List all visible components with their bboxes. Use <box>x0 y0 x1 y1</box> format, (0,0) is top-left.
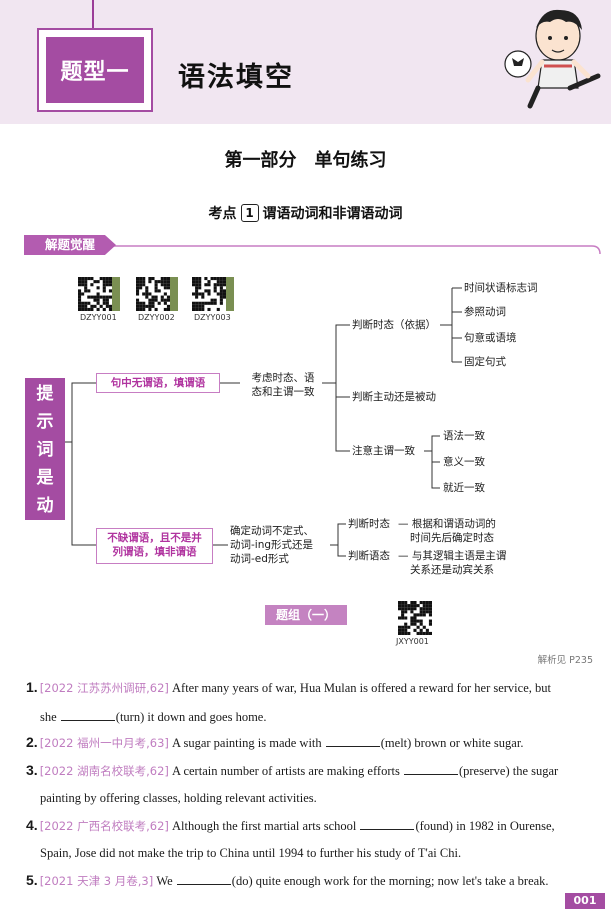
side-label-char: 是 <box>36 468 54 488</box>
branch2-next-line2: 动词-ing形式还是 <box>230 539 314 551</box>
question-number: 4. <box>26 817 38 833</box>
qr-code <box>78 277 112 311</box>
qr-caption: DZYY003 <box>194 313 231 322</box>
agreement: 注意主谓一致 <box>352 445 415 457</box>
branch1-next: 考虑时态、语 态和主谓一致 <box>244 371 322 399</box>
tense-item-3: 句意或语境 <box>464 332 517 344</box>
side-label-char: 词 <box>36 440 54 460</box>
type-box: 题型一 <box>37 28 153 112</box>
qr-code <box>136 277 170 311</box>
type-title: 语法填空 <box>178 62 294 93</box>
question-3-line2: painting by offering classes, holding re… <box>40 791 317 805</box>
answer-blank[interactable] <box>60 709 115 721</box>
branch2-line1: 不缺谓语，且不是并 <box>107 532 202 544</box>
question-3: 3.[2022 湖南名校联考,62] A certain number of a… <box>26 762 596 780</box>
agreement-item-3: 就近一致 <box>443 482 485 494</box>
b2-tense-desc-line1: — 根据和谓语动词的 <box>398 518 496 530</box>
question-text: (preserve) the sugar <box>458 764 559 778</box>
branch2-box: 不缺谓语，且不是并 列谓语，填非谓语 <box>96 528 213 564</box>
question-text: (turn) it down and goes home. <box>115 710 267 724</box>
question-4-line2: Spain, Jose did not make the trip to Chi… <box>40 846 462 860</box>
question-text: After many years of war, Hua Mulan is of… <box>172 681 551 695</box>
type-label: 题型一 <box>46 37 144 103</box>
question-4: 4.[2022 广西名校联考,62] Although the first ma… <box>26 817 596 835</box>
question-text: (melt) brown or white sugar. <box>380 736 524 750</box>
side-label-char: 示 <box>36 412 54 432</box>
qr-side-strip <box>112 277 120 311</box>
question-source: [2022 福州一中月考,63] <box>39 736 169 750</box>
question-source: [2022 广西名校联考,62] <box>39 819 169 833</box>
question-1-line2: she (turn) it down and goes home. <box>40 709 266 725</box>
header-line <box>92 0 94 30</box>
answer-reference: 解析见 P235 <box>537 655 593 666</box>
jtjx-tag: 解题觉醒 <box>24 235 116 255</box>
b2-tense: 判断时态 <box>348 518 390 530</box>
answer-blank[interactable] <box>176 873 231 885</box>
question-source: [2022 江苏苏州调研,62] <box>39 681 169 695</box>
qr-code <box>192 277 226 311</box>
question-source: [2022 湖南名校联考,62] <box>39 764 169 778</box>
tense-item-4: 固定句式 <box>464 356 506 368</box>
kaodian-title: 谓语动词和非谓语动词 <box>262 206 403 222</box>
branch2-next-line1: 确定动词不定式、 <box>230 525 314 537</box>
mind-map-lines <box>65 287 462 557</box>
question-text: she <box>40 710 57 724</box>
answer-blank[interactable] <box>325 735 380 747</box>
kaodian-number: 1 <box>240 204 259 222</box>
qr-caption: DZYY001 <box>80 313 117 322</box>
b2-tense-desc-line2: 时间先后确定时态 <box>410 532 494 544</box>
question-number: 2. <box>26 734 38 750</box>
branch1-box: 句中无谓语，填谓语 <box>96 373 220 393</box>
question-number: 5. <box>26 872 38 888</box>
group-qr-caption: JXYY001 <box>396 637 429 646</box>
part-title: 第一部分 单句练习 <box>224 150 387 171</box>
b2-voice-desc-line1: — 与其逻辑主语是主谓 <box>398 550 507 562</box>
question-5: 5.[2021 天津 3 月卷,3] We (do) quite enough … <box>26 872 596 890</box>
question-text: (found) in 1982 in Ourense, <box>415 819 555 833</box>
agreement-item-1: 语法一致 <box>443 430 485 442</box>
side-label-char: 动 <box>36 496 54 516</box>
tense-item-1: 时间状语标志词 <box>464 282 538 294</box>
question-text: A certain number of artists are making e… <box>172 764 400 778</box>
group-title: 题组（一） <box>265 605 347 625</box>
b2-tense-desc: — 根据和谓语动词的 时间先后确定时态 <box>398 517 496 545</box>
judge-voice: 判断主动还是被动 <box>352 391 436 403</box>
section-bar-line <box>112 245 601 255</box>
question-1: 1.[2022 江苏苏州调研,62] After many years of w… <box>26 679 596 697</box>
agreement-item-2: 意义一致 <box>443 456 485 468</box>
question-text: (do) quite enough work for the morning; … <box>231 874 549 888</box>
b2-voice: 判断语态 <box>348 550 390 562</box>
b2-voice-desc: — 与其逻辑主语是主谓 关系还是动宾关系 <box>398 549 506 577</box>
answer-blank[interactable] <box>403 763 458 775</box>
qr-caption: DZYY002 <box>138 313 175 322</box>
branch2-line2: 列谓语，填非谓语 <box>112 546 197 558</box>
branch1-next-line2: 态和主谓一致 <box>251 386 315 398</box>
tense-item-2: 参照动词 <box>464 306 506 318</box>
question-source: [2021 天津 3 月卷,3] <box>39 874 154 888</box>
question-text: Although the first martial arts school <box>172 819 357 833</box>
page-number: 001 <box>565 893 605 909</box>
branch2-next-line3: 动词-ed形式 <box>230 553 289 565</box>
qr-side-strip <box>226 277 234 311</box>
branch1-next-line1: 考虑时态、语 <box>251 372 315 384</box>
judge-tense: 判断时态（依据） <box>352 319 436 331</box>
b2-voice-desc-line2: 关系还是动宾关系 <box>410 564 494 576</box>
side-label-char: 提 <box>36 384 54 404</box>
branch2-next: 确定动词不定式、 动词-ing形式还是 动词-ed形式 <box>230 524 314 566</box>
question-number: 1. <box>26 679 38 695</box>
answer-blank[interactable] <box>360 818 415 830</box>
group-qr-code <box>398 601 432 635</box>
question-number: 3. <box>26 762 38 778</box>
kaodian-prefix: 考点 <box>208 206 237 222</box>
qr-side-strip <box>170 277 178 311</box>
question-2: 2.[2022 福州一中月考,63] A sugar painting is m… <box>26 734 596 752</box>
cartoon-boy-illustration <box>504 9 601 109</box>
question-text: A sugar painting is made with <box>172 736 322 750</box>
hint-side-label: 提示词是动词 <box>25 378 65 544</box>
side-label-char: 词 <box>36 524 54 544</box>
question-text: We <box>156 874 173 888</box>
